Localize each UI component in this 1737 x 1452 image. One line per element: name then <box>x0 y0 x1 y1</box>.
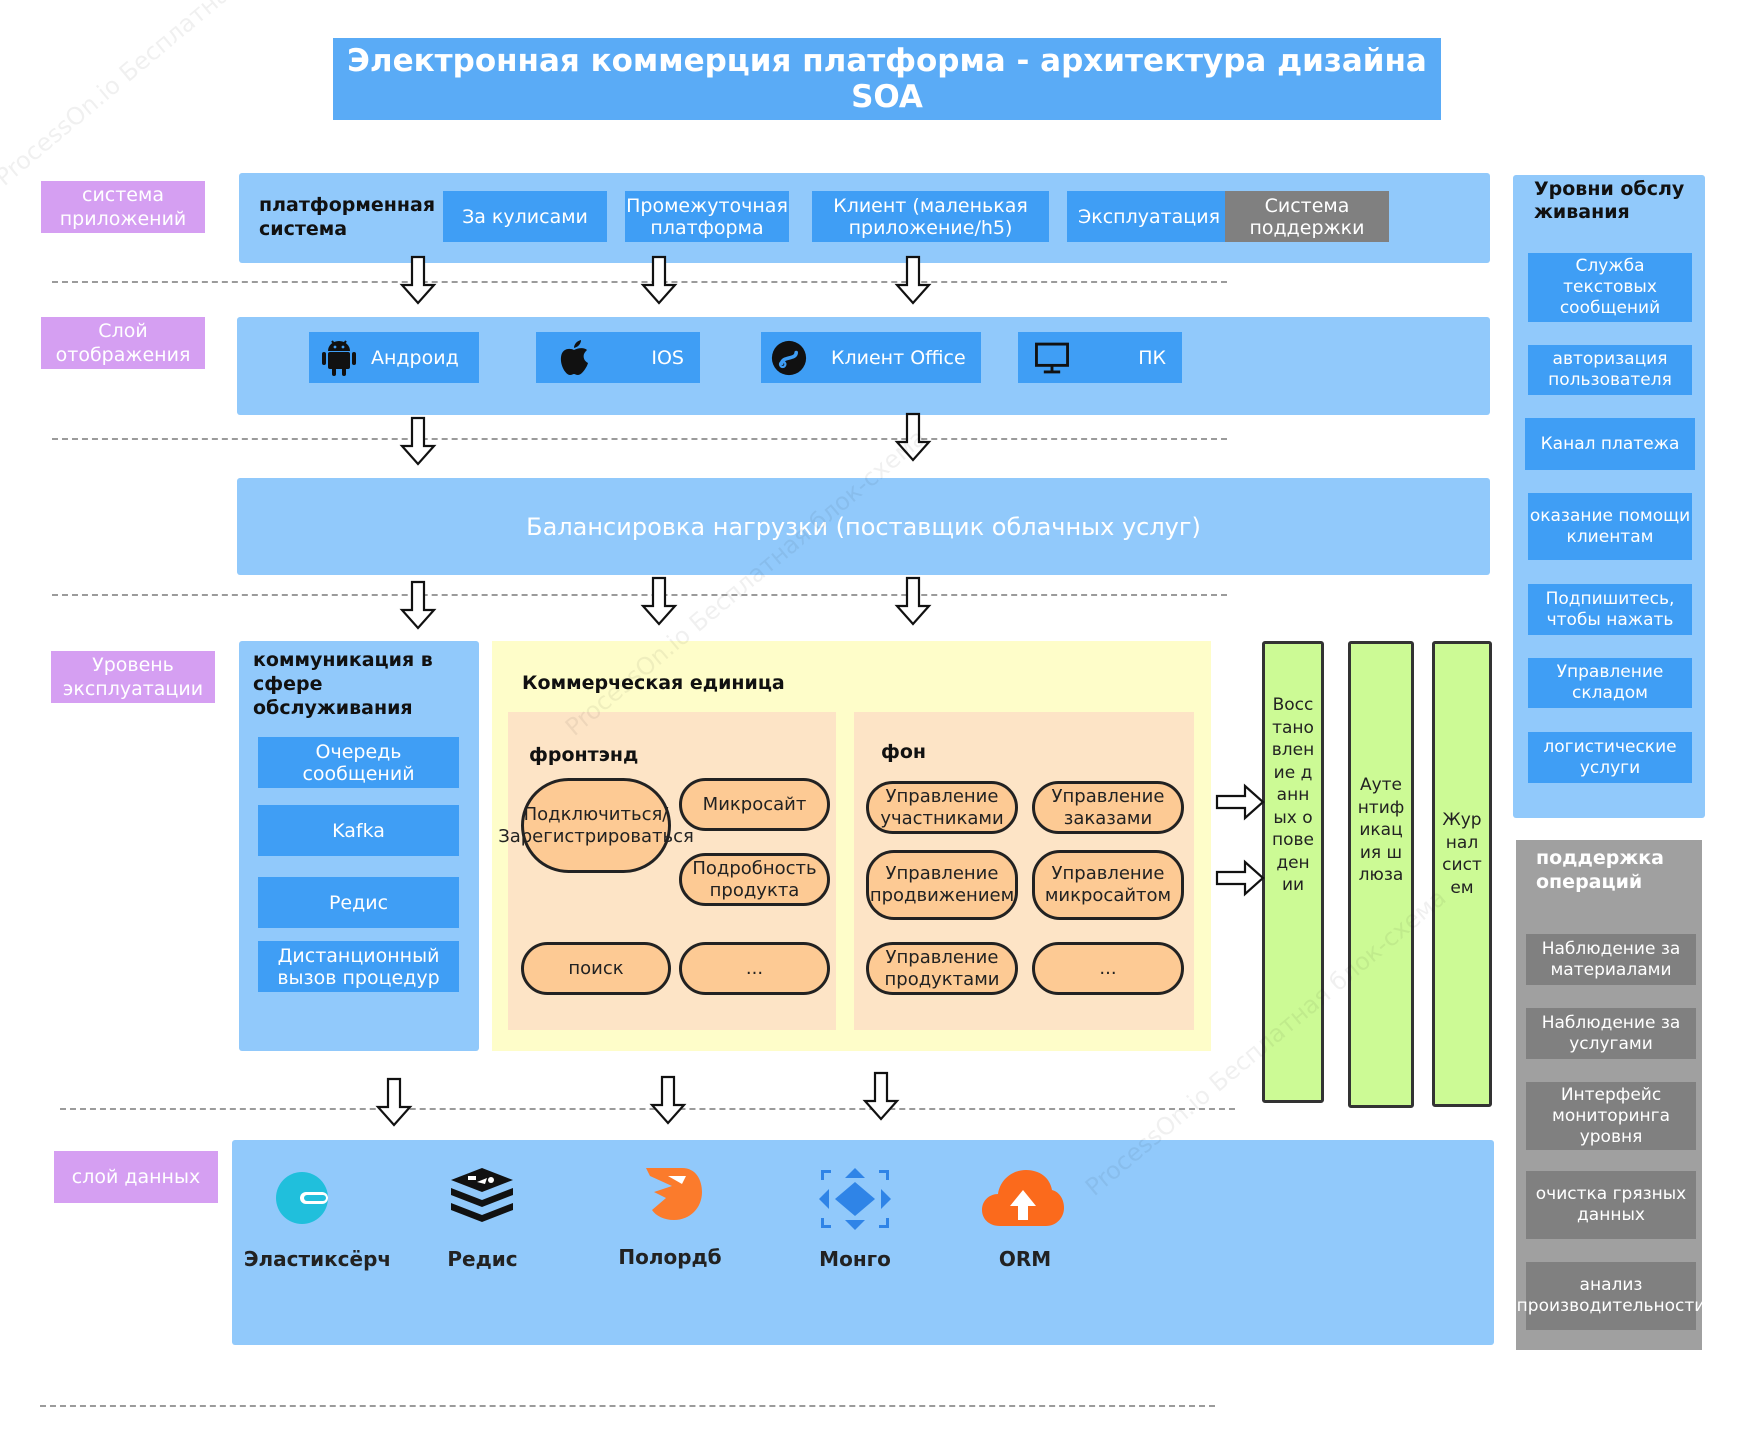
down-arrow <box>400 255 436 305</box>
elasticsearch-icon <box>274 1170 330 1226</box>
display-item-office: Клиент Office <box>761 332 981 383</box>
ops-material-monitoring: Наблюдение за материалами <box>1526 934 1696 985</box>
backend-microsite-management: Управление микросайтом <box>1032 850 1184 920</box>
data-item-polardb: Полордб <box>618 1245 722 1269</box>
data-item-orm: ORM <box>998 1247 1052 1271</box>
down-arrow <box>895 255 931 305</box>
down-arrow <box>400 416 436 466</box>
right-arrow <box>1215 784 1265 820</box>
comm-item-redis: Редис <box>258 877 459 928</box>
display-item-label: Клиент Office <box>831 346 966 369</box>
vertical-gateway-authentication: Аутентификация шлюза <box>1348 641 1414 1108</box>
down-arrow <box>863 1071 899 1121</box>
ops-interface-monitoring: Интерфейс мониторинга уровня <box>1526 1082 1696 1150</box>
page-title: Электронная коммерция платформа - архите… <box>333 38 1441 120</box>
down-arrow <box>895 412 931 462</box>
ops-performance-analysis: анализ производительности <box>1517 1262 1705 1330</box>
mongo-icon <box>817 1166 893 1232</box>
platform-item-middle: Промежуточная платформа <box>625 191 789 242</box>
backend-title: фон <box>881 741 927 763</box>
down-arrow <box>641 255 677 305</box>
operations-support-title: поддержка операций <box>1536 847 1664 893</box>
service-levels-title: Уровни обслуживания <box>1534 178 1685 223</box>
separator <box>52 594 1227 596</box>
separator <box>60 1108 1235 1110</box>
office-client-icon <box>771 340 807 376</box>
frontend-more: ... <box>679 942 830 995</box>
platform-item-support: Система поддержки <box>1225 191 1389 242</box>
vertical-behavior-data-recovery: Восстановление данных о поведении <box>1262 641 1324 1103</box>
layer-tag-data: слой данных <box>54 1151 218 1203</box>
service-payment-channel: Канал платежа <box>1525 418 1695 470</box>
service-user-authorization: авторизация пользователя <box>1528 345 1692 395</box>
comm-item-rpc: Дистанционный вызов процедур <box>258 941 459 992</box>
monitor-icon <box>1034 340 1070 376</box>
platform-item-backstage: За кулисами <box>443 191 607 242</box>
down-arrow <box>400 580 436 630</box>
ops-dirty-data-cleaning: очистка грязных данных <box>1526 1171 1696 1239</box>
display-item-pc: ПК <box>1018 332 1182 383</box>
backend-product-management: Управление продуктами <box>866 942 1018 995</box>
frontend-product-detail: Подробность продукта <box>679 853 830 906</box>
orm-icon <box>980 1168 1066 1228</box>
backend-member-management: Управление участниками <box>866 781 1018 834</box>
comm-item-message-queue: Очередь сообщений <box>258 737 459 788</box>
down-arrow <box>650 1075 686 1125</box>
display-item-label: IOS <box>651 346 684 369</box>
frontend-title: фронтэнд <box>529 744 639 766</box>
layer-tag-app-system: система приложений <box>41 181 205 233</box>
backend-promotion-management: Управление продвижением <box>866 850 1018 920</box>
apple-icon <box>556 339 592 376</box>
frontend-search: поиск <box>521 942 671 995</box>
down-arrow <box>376 1077 412 1127</box>
platform-item-client: Клиент (маленькая приложение/h5) <box>812 191 1049 242</box>
frontend-login-register: Подключиться/ Зарегистрироваться <box>498 778 694 873</box>
vertical-system-log: Журнал систем <box>1432 641 1492 1107</box>
service-subscribe: Подпишитесь, чтобы нажать <box>1528 584 1692 635</box>
service-communication-title: коммуникация в сфере обслуживания <box>253 649 433 719</box>
display-item-label: Андроид <box>371 346 459 369</box>
data-layer <box>232 1140 1494 1345</box>
display-item-android: Андроид <box>309 332 479 383</box>
right-arrow <box>1215 860 1265 896</box>
layer-tag-operation: Уровень эксплуатации <box>51 651 215 703</box>
comm-item-kafka: Kafka <box>258 805 459 856</box>
frontend-microsite: Микросайт <box>679 778 830 831</box>
backend-order-management: Управление заказами <box>1032 781 1184 834</box>
platform-item-operations: Эксплуатация <box>1067 191 1231 242</box>
commerce-unit-title: Коммерческая единица <box>522 672 785 694</box>
backend-more: ... <box>1032 942 1184 995</box>
data-item-mongo: Монго <box>819 1247 891 1271</box>
display-item-ios: IOS <box>536 332 700 383</box>
display-item-label: ПК <box>1138 346 1166 369</box>
separator <box>40 1405 1215 1407</box>
redis-icon <box>449 1166 515 1224</box>
separator <box>52 281 1227 283</box>
polardb-icon <box>642 1162 704 1224</box>
service-customer-support: оказание помощи клиентам <box>1528 493 1692 560</box>
ops-service-monitoring: Наблюдение за услугами <box>1526 1008 1696 1059</box>
data-item-redis: Редис <box>447 1247 518 1271</box>
down-arrow <box>895 576 931 626</box>
separator <box>52 438 1227 440</box>
service-logistics: логистические услуги <box>1528 732 1692 783</box>
down-arrow <box>641 576 677 626</box>
platform-system-label: платформенная система <box>259 194 436 240</box>
data-item-elasticsearch: Эластиксёрч <box>243 1247 392 1271</box>
android-icon <box>321 339 357 376</box>
service-sms: Служба текстовых сообщений <box>1528 253 1692 322</box>
load-balancing-layer: Балансировка нагрузки (поставщик облачны… <box>237 478 1490 575</box>
layer-tag-display: Слой отображения <box>41 317 205 369</box>
service-warehouse: Управление складом <box>1528 658 1692 708</box>
